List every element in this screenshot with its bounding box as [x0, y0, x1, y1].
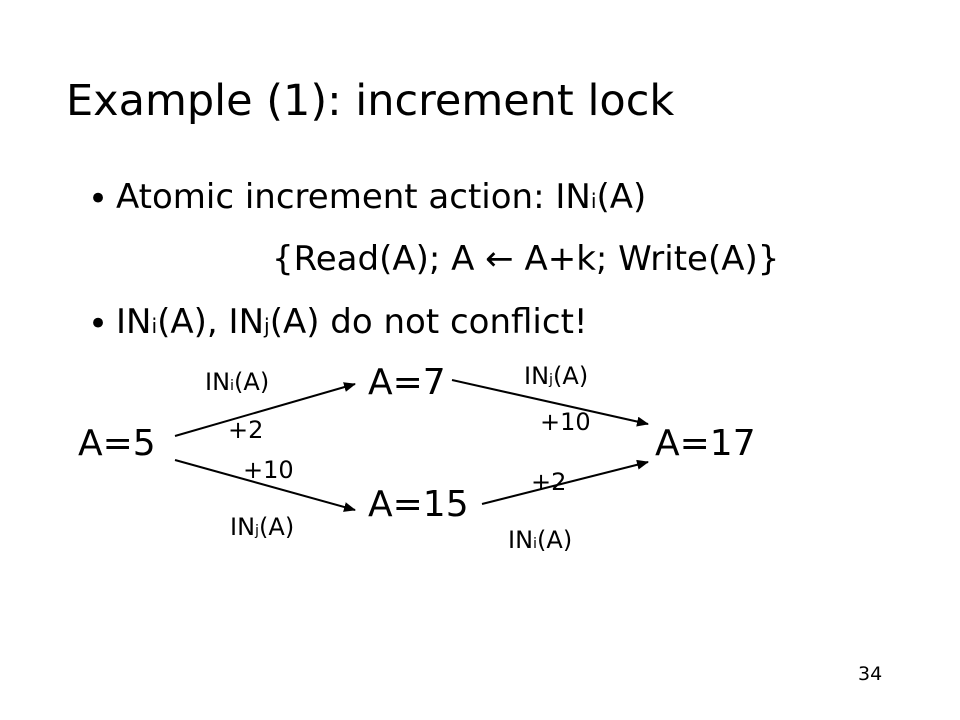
- bullet-1: Atomic increment action: INi(A): [116, 180, 646, 214]
- state-end: A=17: [655, 423, 756, 464]
- label-top-end-op-suffix: (A): [553, 362, 589, 390]
- label-start-top-op-text: IN: [205, 368, 231, 396]
- bullet-2-a-suffix: (A),: [157, 302, 229, 342]
- label-start-top-op-suffix: (A): [234, 368, 270, 396]
- bullet-2-a-sub: i: [151, 314, 158, 338]
- bullet-1-continuation: {Read(A); A ← A+k; Write(A)}: [272, 239, 780, 279]
- bullet-2-b-sub: j: [264, 314, 270, 338]
- bullet-1-sub: i: [590, 189, 597, 213]
- page-number: 34: [858, 663, 883, 685]
- label-bottom-end-delta: +2: [531, 468, 567, 496]
- label-start-top-op: INi(A): [205, 370, 269, 394]
- label-bottom-end-op-text: IN: [508, 526, 534, 554]
- label-start-bottom-op-suffix: (A): [259, 513, 295, 541]
- label-top-end-delta: +10: [540, 408, 591, 436]
- label-bottom-end-op-suffix: (A): [537, 526, 573, 554]
- bullet-1-suffix: (A): [596, 177, 647, 217]
- bullet-1-text: Atomic increment action: IN: [116, 177, 591, 217]
- label-start-bottom-op-text: IN: [230, 513, 256, 541]
- state-bottom: A=15: [368, 484, 469, 525]
- bullet-2-b-suffix: (A) do not conflict!: [269, 302, 588, 342]
- label-top-end-op-sub: j: [549, 372, 554, 388]
- bullet-2-b: IN: [228, 302, 265, 342]
- bullet-2: INi(A), INj(A) do not conflict!: [116, 305, 588, 339]
- label-top-end-op-text: IN: [524, 362, 550, 390]
- label-start-top-op-sub: i: [230, 378, 235, 394]
- bullet-2-a: IN: [116, 302, 152, 342]
- label-start-bottom-delta: +10: [243, 456, 294, 484]
- bullet-dot-1: •: [88, 179, 109, 219]
- label-start-bottom-op: INj(A): [230, 515, 294, 539]
- slide-title: Example (1): increment lock: [66, 76, 675, 126]
- label-top-end-op: INj(A): [524, 364, 588, 388]
- label-start-top-delta: +2: [228, 416, 264, 444]
- label-bottom-end-op-sub: i: [533, 536, 538, 552]
- state-top: A=7: [368, 362, 446, 403]
- bullet-dot-2: •: [88, 304, 109, 344]
- label-start-bottom-op-sub: j: [255, 523, 260, 539]
- label-bottom-end-op: INi(A): [508, 528, 572, 552]
- state-start: A=5: [78, 423, 156, 464]
